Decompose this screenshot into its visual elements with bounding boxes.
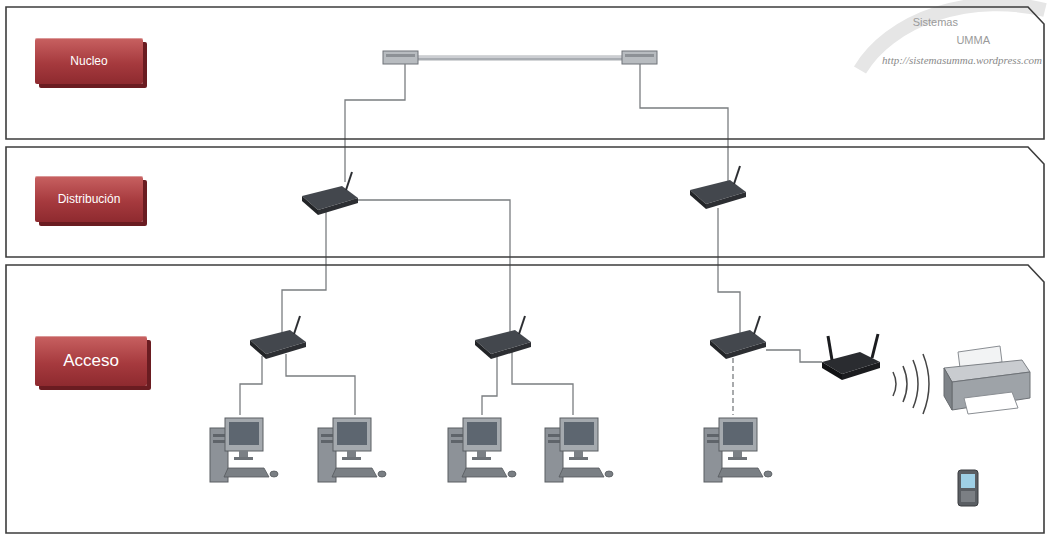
layer-label: Acceso xyxy=(35,336,147,386)
watermark-text: Sistemas xyxy=(913,16,958,28)
layer-band: Nucleo xyxy=(5,6,1045,140)
layer-label: Nucleo xyxy=(35,38,143,84)
layer-band: Acceso xyxy=(5,264,1045,534)
layer-band: Distribución xyxy=(5,146,1045,258)
band-outline xyxy=(5,6,1045,140)
watermark-text: http://sistemasumma.wordpress.com xyxy=(882,54,1042,66)
layer-label: Distribución xyxy=(35,176,143,222)
band-outline xyxy=(5,146,1045,258)
watermark-text: UMMA xyxy=(956,34,990,46)
band-outline xyxy=(5,264,1045,534)
